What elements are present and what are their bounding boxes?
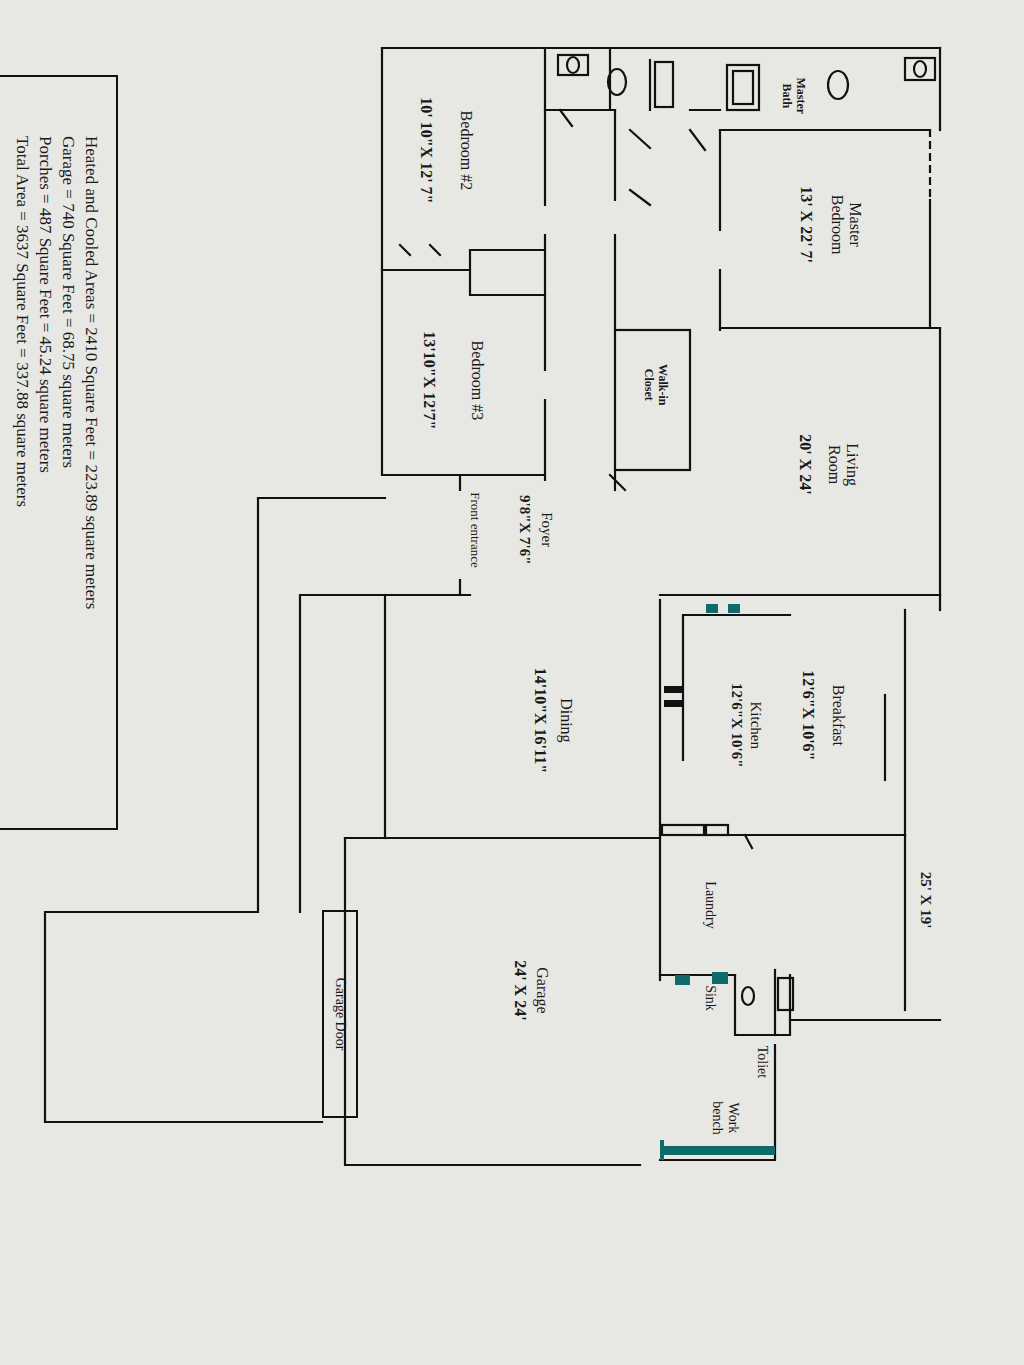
text-group: Bedroom #3 13'10"X 12'7" [419, 331, 486, 429]
plan-label: Toliet [754, 1046, 770, 1078]
room-dimensions: 9'8"X 7'6" [515, 495, 532, 565]
area-line: Total Area = 3637 Square Feet = 337.88 s… [11, 136, 34, 803]
room-dimensions: 14'10"X 16'11" [530, 667, 548, 772]
room-label: Laundry [685, 850, 735, 960]
plan-label: Work bench [709, 1097, 741, 1139]
text-group: Living Room 20' X 24' [795, 435, 860, 495]
text-group: Walk-in Closet [641, 359, 669, 411]
room-name: Bedroom #3 [467, 331, 485, 429]
room-name: Laundry [702, 881, 718, 928]
room-dimensions: 13' X 22' 7' [796, 185, 814, 265]
room-label: Foyer 9'8"X 7'6" [505, 480, 565, 580]
plan-label: Front entrance [468, 492, 483, 567]
area-table: Heated and Cooled Areas = 2410 Square Fe… [0, 75, 118, 830]
room-label: Dining 14'10"X 16'11" [500, 610, 605, 830]
room-name: Dining [557, 667, 575, 772]
text-group: Laundry [702, 881, 718, 928]
room-label: Bedroom #2 10' 10"X 12' 7" [395, 60, 495, 240]
room-name: Bedroom #2 [456, 97, 474, 203]
room-dimensions: 12'6"X 10'6" [727, 683, 744, 768]
text-group: Foyer 9'8"X 7'6" [515, 495, 555, 565]
room-name: Master Bedroom [827, 185, 864, 265]
room-dimensions: 13'10"X 12'7" [419, 331, 437, 429]
room-name: Living Room [824, 435, 861, 495]
room-label: Kitchen12'6"X 10'6" [715, 645, 775, 805]
room-name: Kitchen [746, 683, 763, 768]
room-label: Master Bedroom 13' X 22' 7' [780, 135, 880, 315]
text-group: Master Bedroom 13' X 22' 7' [796, 185, 863, 265]
room-label: Master Bath [768, 58, 818, 134]
text-group: Kitchen12'6"X 10'6" [727, 683, 764, 768]
room-name: Garage [532, 960, 550, 1020]
area-line: Heated and Cooled Areas = 2410 Square Fe… [80, 136, 103, 803]
room-label: Breakfast 12'6"X 10'6" [772, 615, 872, 815]
area-line: Garage = 740 Square Feet = 68.75 square … [57, 136, 80, 803]
plan-label: Sink [702, 985, 718, 1011]
text-group: Garage Door [332, 978, 348, 1051]
text-group: Master Bath [779, 72, 807, 120]
text-group: Heated and Cooled Areas = 2410 Square Fe… [11, 103, 103, 803]
room-label: Bedroom #3 13'10"X 12'7" [402, 290, 502, 470]
room-dimensions: 24' X 24' [510, 960, 528, 1020]
room-name: Master Bath [779, 72, 807, 120]
room-label: Living Room 20' X 24' [778, 365, 878, 565]
text-group: Bedroom #2 10' 10"X 12' 7" [416, 97, 475, 203]
room-name: Foyer [538, 495, 555, 565]
garage-door: Garage Door [322, 910, 358, 1118]
room-label: Garage24' X 24' [480, 890, 580, 1090]
room-name: Walk-in Closet [641, 359, 669, 411]
plan-label: 25' X 19' [916, 872, 933, 929]
room-dimensions: 12'6"X 10'6" [798, 670, 816, 760]
room-dimensions: 10' 10"X 12' 7" [416, 97, 434, 203]
room-label: Walk-in Closet [625, 335, 685, 435]
text-group: Dining 14'10"X 16'11" [530, 667, 575, 772]
room-name: Garage Door [332, 978, 348, 1051]
room-dimensions: 20' X 24' [795, 435, 813, 495]
text-group: Breakfast 12'6"X 10'6" [798, 670, 847, 760]
text-group: Garage24' X 24' [510, 960, 551, 1020]
area-line: Porches = 487 Square Feet = 45.24 square… [34, 136, 57, 803]
room-name: Breakfast [828, 670, 846, 760]
